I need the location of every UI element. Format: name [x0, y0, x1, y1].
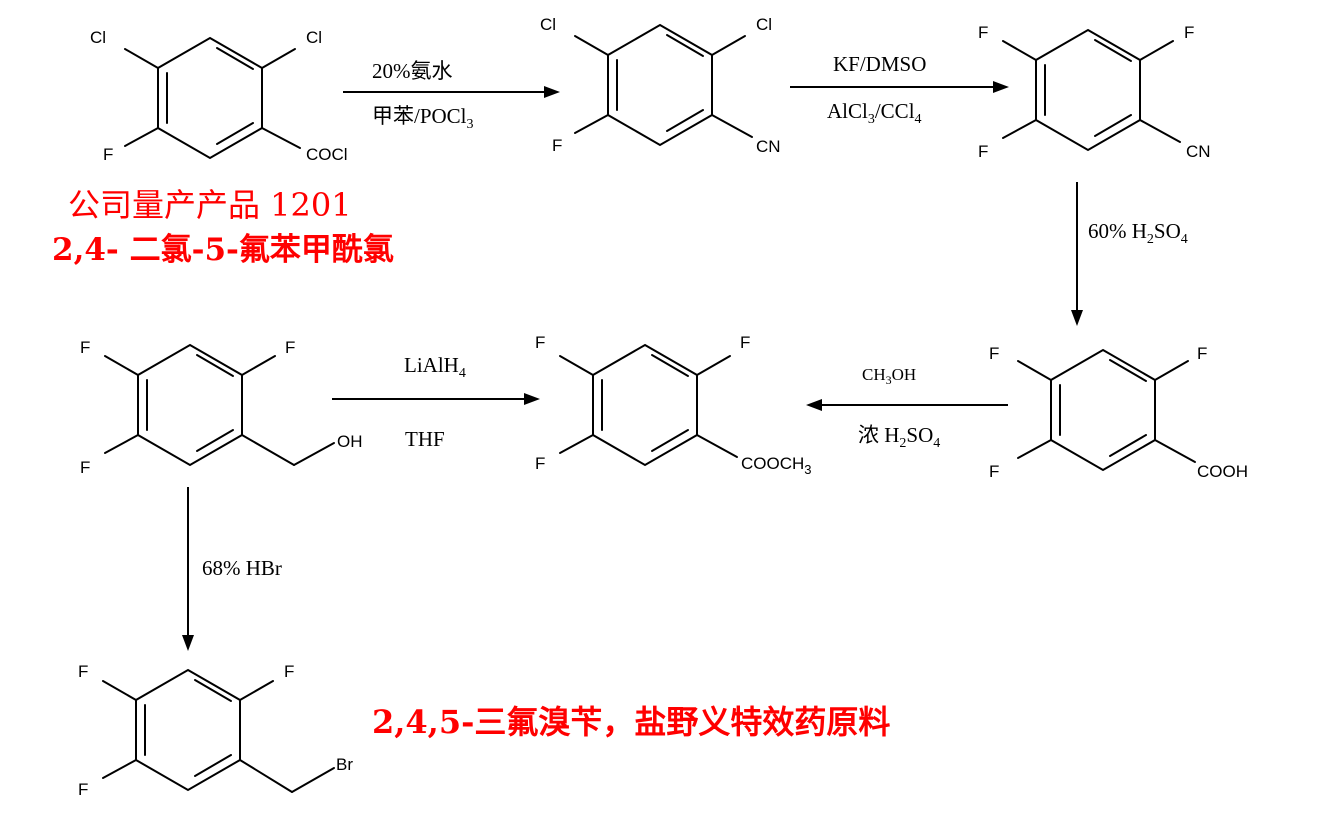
- benzene-ring: [137, 343, 243, 467]
- annotation-product-code: 公司量产产品 1201: [68, 186, 352, 224]
- atom-br: Br: [336, 755, 353, 774]
- reaction-arrow-step1: 20%氨水 甲苯/POCl3: [343, 59, 560, 132]
- atom-f-top-left: F: [989, 344, 999, 363]
- reagent-above: KF/DMSO: [833, 52, 926, 76]
- benzene-ring: [607, 23, 713, 147]
- compound-benzyl-alcohol: F F F OH: [80, 338, 363, 477]
- benzene-ring: [1050, 348, 1156, 472]
- atom-cocl: COCl: [306, 145, 348, 164]
- atom-f-top-right: F: [285, 338, 295, 357]
- compound-trifluoro-nitrile: F F F CN: [978, 23, 1211, 161]
- atom-f-top-right: F: [740, 333, 750, 352]
- reaction-arrow-step5: LiAlH4 THF: [332, 353, 540, 451]
- reaction-arrow-step2: KF/DMSO AlCl3/CCl4: [790, 52, 1009, 127]
- compound-dichloro-nitrile: Cl Cl F CN: [540, 15, 781, 156]
- reaction-arrow-step4: CH3OH 浓 H2SO4: [806, 365, 1008, 451]
- atom-cl-right: Cl: [756, 15, 772, 34]
- atom-cooh: COOH: [1197, 462, 1248, 481]
- atom-cl-left: Cl: [90, 28, 106, 47]
- reagent-above: CH3OH: [862, 365, 916, 387]
- reagent-below: THF: [405, 427, 445, 451]
- atom-f: F: [552, 136, 562, 155]
- reagent-above: LiAlH4: [404, 353, 466, 381]
- atom-f-top-right: F: [1197, 344, 1207, 363]
- atom-f-top-right: F: [1184, 23, 1194, 42]
- atom-f-top-left: F: [978, 23, 988, 42]
- atom-f-top-left: F: [80, 338, 90, 357]
- atom-oh: OH: [337, 432, 363, 451]
- compound-benzyl-bromide: F F F Br: [78, 662, 353, 799]
- compound-acid-chloride: Cl Cl F COCl: [90, 28, 348, 164]
- atom-cn: CN: [1186, 142, 1211, 161]
- compound-trifluoro-acid: F F F COOH: [989, 344, 1248, 481]
- atom-f-bottom-left: F: [978, 142, 988, 161]
- benzene-ring: [1035, 28, 1141, 152]
- reagent-below: 浓 H2SO4: [858, 423, 940, 451]
- reagent-label: 60% H2SO4: [1088, 219, 1188, 247]
- reagent-label: 68% HBr: [202, 556, 282, 580]
- benzene-ring: [157, 36, 263, 160]
- reagent-below: 甲苯/POCl3: [372, 104, 474, 132]
- atom-f-top-left: F: [78, 662, 88, 681]
- atom-f-top-right: F: [284, 662, 294, 681]
- reagent-below: AlCl3/CCl4: [827, 99, 922, 127]
- reaction-arrow-step3: 60% H2SO4: [1071, 182, 1188, 326]
- atom-f-bottom-left: F: [78, 780, 88, 799]
- atom-cl-left: Cl: [540, 15, 556, 34]
- atom-f: F: [103, 145, 113, 164]
- atom-f-bottom-left: F: [535, 454, 545, 473]
- atom-cn: CN: [756, 137, 781, 156]
- annotation-starting-material: 2,4- 二氯-5-氟苯甲酰氯: [52, 232, 394, 268]
- compound-methyl-ester: F F F COOCH3: [535, 333, 812, 477]
- atom-f-bottom-left: F: [80, 458, 90, 477]
- atom-f-bottom-left: F: [989, 462, 999, 481]
- benzene-ring: [135, 668, 241, 792]
- reagent-above: 20%氨水: [372, 59, 453, 83]
- atom-cooch3: COOCH3: [741, 454, 812, 477]
- atom-cl-right: Cl: [306, 28, 322, 47]
- benzene-ring: [592, 343, 698, 467]
- reaction-arrow-step6: 68% HBr: [182, 487, 282, 651]
- atom-f-top-left: F: [535, 333, 545, 352]
- annotation-final-product: 2,4,5-三氟溴苄，盐野义特效药原料: [372, 703, 890, 741]
